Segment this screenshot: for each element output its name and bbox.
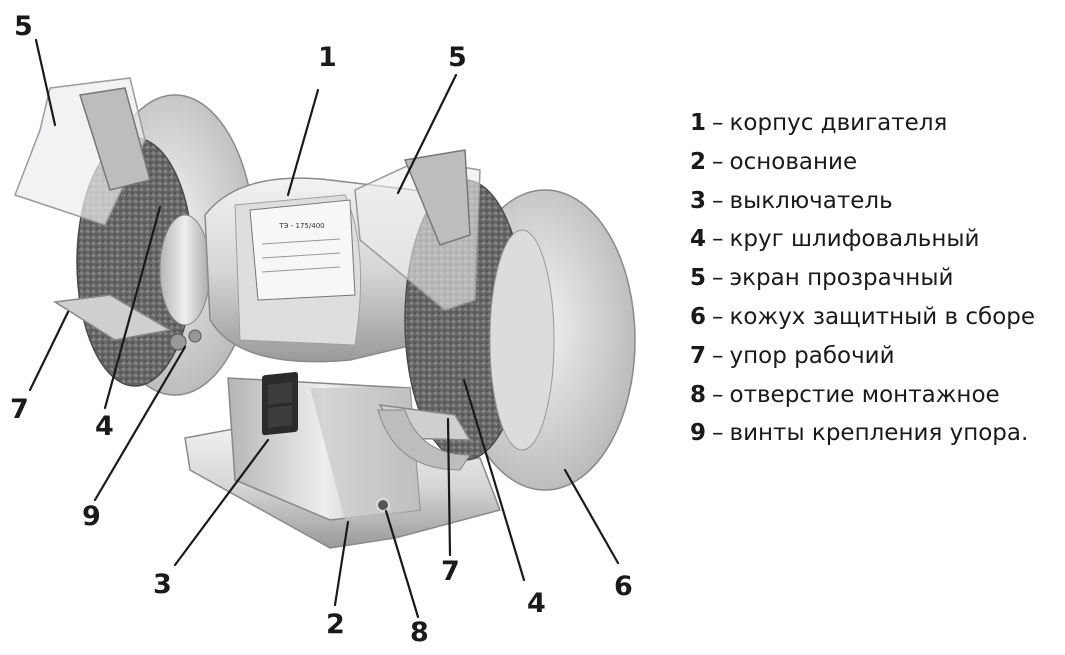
legend-item: 4–круг шлифовальный (690, 226, 980, 253)
callout-2: 2 (326, 609, 345, 640)
callout-6: 6 (614, 571, 633, 602)
callout-7-right: 7 (441, 556, 460, 587)
legend-item: 3–выключатель (690, 187, 893, 214)
legend-item: 5–экран прозрачный (690, 265, 954, 292)
callout-labels: 5 1 5 7 4 9 3 2 8 7 4 6 (10, 11, 633, 648)
callout-5-right: 5 (448, 42, 467, 73)
leader-lines (28, 38, 620, 619)
callout-4-right: 4 (527, 588, 546, 619)
callout-7-left: 7 (10, 394, 29, 425)
callout-9: 9 (82, 501, 101, 532)
legend-item: 1–корпус двигателя (690, 110, 948, 136)
callout-5-left: 5 (14, 11, 33, 42)
legend-item: 9–винты крепления упора. (690, 420, 1029, 447)
left-tool-rest (52, 294, 173, 341)
nameplate (249, 199, 356, 301)
callout-8: 8 (410, 617, 429, 648)
callout-1: 1 (318, 42, 337, 73)
legend-item: 7–упор рабочий (690, 342, 895, 369)
legend-item: 6–кожух защитный в сборе (690, 303, 1036, 330)
callout-4-left: 4 (95, 411, 114, 442)
nameplate-model: ТЭ - 175/400 (278, 222, 324, 230)
parts-legend: 1–корпус двигателя 2–основание 3–выключа… (690, 104, 1035, 453)
legend-item: 2–основание (690, 148, 858, 175)
callout-3: 3 (153, 569, 172, 600)
mounting-hole (376, 498, 390, 512)
power-switch (262, 371, 298, 436)
legend-item: 8–отверстие монтажное (690, 381, 1000, 408)
right-wheel-assembly (354, 149, 636, 491)
